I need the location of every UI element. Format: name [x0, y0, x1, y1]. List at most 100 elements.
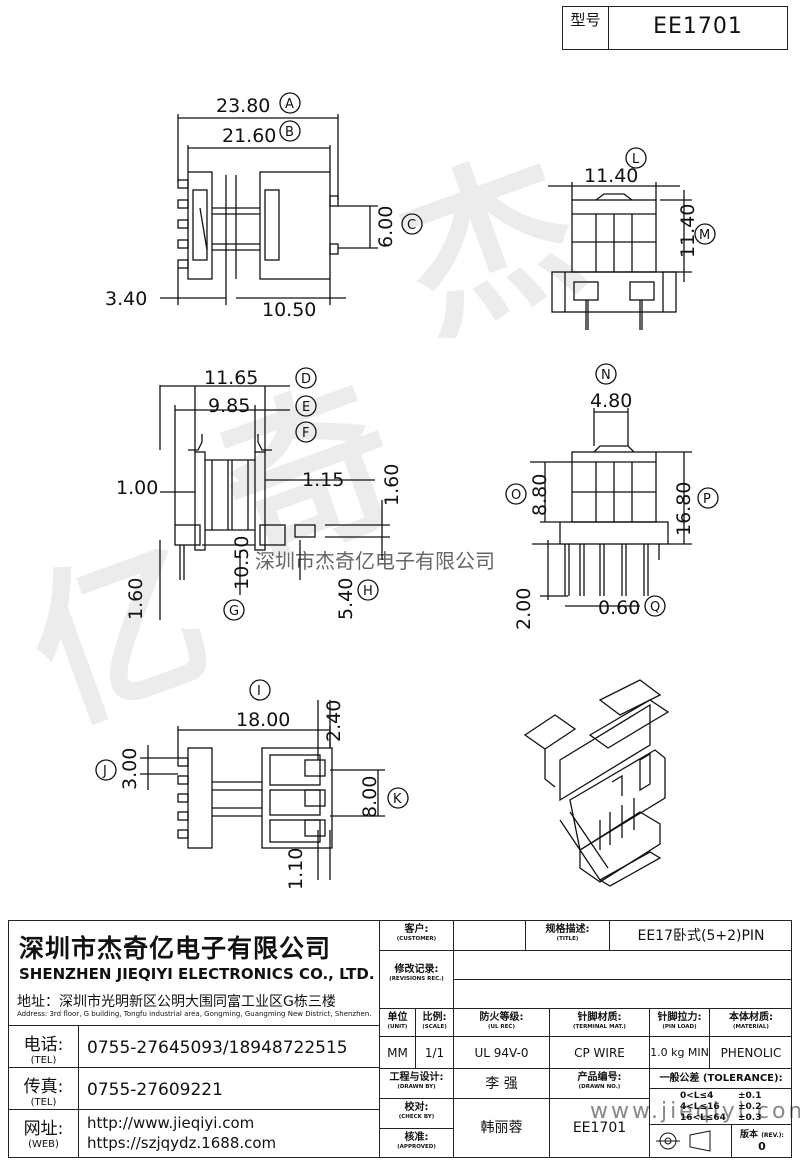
svg-text:O: O [511, 488, 521, 503]
ul-value: UL 94V-0 [454, 1037, 550, 1069]
dim-flange: 1.00 [116, 477, 158, 499]
svg-text:C: C [407, 218, 416, 233]
web-link-1[interactable]: http://www.jieqiyi.com [87, 1114, 255, 1132]
view-mid-front [159, 385, 390, 620]
dim-bottom-width: 10.50 [262, 299, 316, 321]
scale-label: 比例:(SCALE) [416, 1009, 454, 1037]
dim-D: 11.65 [204, 367, 258, 389]
view-top-side [548, 182, 692, 330]
svg-text:杰: 杰 [376, 122, 604, 368]
dim-L: 11.40 [584, 165, 638, 187]
dim-bot-gap: 1.10 [285, 848, 307, 890]
projection-symbol [650, 1125, 732, 1157]
unit-value: MM [380, 1037, 416, 1069]
svg-text:J: J [102, 764, 107, 779]
dim-slot: 1.15 [302, 469, 344, 491]
dim-H: 5.40 [335, 578, 357, 620]
customer-label: 客户:(CUSTOMER) [380, 921, 454, 951]
revisions-row-1 [454, 951, 792, 980]
scale-value: 1/1 [416, 1037, 454, 1069]
watermark-company: 深圳市杰奇亿电子有限公司 [255, 549, 495, 573]
dim-J: 3.00 [119, 748, 141, 790]
drawing-info-block: 客户:(CUSTOMER) 规格描述:(TITLE) EE17卧式(5+2)PI… [380, 920, 792, 1158]
svg-text:I: I [257, 684, 261, 699]
dim-Q: 0.60 [598, 597, 640, 619]
ul-label: 防火等级:(UL REC) [454, 1009, 550, 1037]
company-name-cn: 深圳市杰奇亿电子有限公司 [19, 934, 332, 963]
drawingno-label: 产品编号:(DRAWN NO.) [550, 1069, 650, 1099]
contact-fax: 传真:(TEL) 0755-27609221 [9, 1067, 379, 1110]
projection-icon [656, 1130, 711, 1152]
dim-side-h: 1.60 [125, 578, 147, 620]
dim-left-offset: 3.40 [105, 288, 147, 310]
tolerance-table: 0<L≤4±0.1 4<L≤16±0.2 16<L≤64±0.3 [650, 1089, 792, 1125]
watermark-url: www.jieqiyi.com [590, 1099, 800, 1124]
contact-tel: 电话:(TEL) 0755-27645093/18948722515 [9, 1025, 379, 1068]
svg-text:G: G [229, 604, 239, 619]
unit-label: 单位(UNIT) [380, 1009, 416, 1037]
tolerance-title: 一般公差 (TOLERANCE): [650, 1069, 792, 1089]
view-isometric [523, 679, 670, 887]
dim-pin-len: 2.00 [513, 588, 535, 630]
svg-text:E: E [302, 400, 310, 415]
dim-P: 16.80 [673, 482, 695, 536]
drawnby-label: 工程与设计:(DRAWN BY) [380, 1069, 454, 1099]
revisions-label: 修改记录:(REVISIONS REC.) [380, 951, 454, 1009]
svg-text:F: F [302, 426, 309, 441]
svg-text:Q: Q [650, 600, 660, 615]
model-box: 型号 EE1701 [562, 6, 788, 50]
view-bottom [140, 700, 385, 880]
pinload-label: 针脚拉力:(PIN LOAD) [650, 1009, 710, 1037]
dim-A: 23.80 [216, 95, 270, 117]
version-block: 版本 (REV.): 0 [732, 1125, 792, 1157]
svg-text:P: P [703, 492, 711, 507]
dimension-labels: 23.80 21.60 6.00 3.40 10.50 11.40 11.40 … [105, 95, 699, 890]
view-top-front [160, 114, 378, 305]
svg-text:N: N [601, 368, 611, 383]
svg-text:D: D [301, 372, 311, 387]
svg-text:A: A [285, 97, 294, 112]
view-mid-side [530, 408, 692, 607]
contact-web: 网址:(WEB) http://www.jieqiyi.com https://… [9, 1109, 379, 1158]
dim-I2: 2.40 [323, 700, 345, 742]
dim-B: 21.60 [222, 125, 276, 147]
dim-C: 6.00 [375, 206, 397, 248]
svg-text:K: K [393, 792, 402, 807]
dim-E: 9.85 [208, 395, 250, 417]
model-label: 型号 [563, 7, 609, 49]
address-cn: 地址：深圳市光明新区公明大围同富工业区G栋三楼 [17, 994, 336, 1010]
company-name-en: SHENZHEN JIEQIYI ELECTRONICS CO., LTD. [19, 965, 375, 983]
material-value: PHENOLIC [710, 1037, 792, 1069]
customer-value [454, 921, 526, 951]
web-link-2[interactable]: https://szjqydz.1688.com [87, 1134, 277, 1152]
version-value: 0 [758, 1140, 766, 1153]
dim-I: 18.00 [236, 709, 290, 731]
svg-text:M: M [699, 228, 710, 243]
svg-text:H: H [363, 584, 373, 599]
dim-M: 11.40 [677, 204, 699, 258]
marker-letters: A B C D E F G H I J K L M N O P Q [102, 97, 711, 807]
checkby-label: 校对:(CHECK BY) [380, 1099, 454, 1129]
approved-label: 核准:(APPROVED) [380, 1129, 454, 1157]
pinload-value: 1.0 kg MIN [650, 1037, 710, 1069]
material-label: 本体材质:(MATERIAL) [710, 1009, 792, 1037]
title-value: EE17卧式(5+2)PIN [610, 921, 792, 951]
svg-text:L: L [632, 152, 640, 167]
dim-G: 10.50 [231, 536, 253, 590]
dim-K: 8.00 [359, 776, 381, 818]
terminal-label: 针脚材质:(TERMINAL MAT.) [550, 1009, 650, 1037]
model-value: EE1701 [653, 14, 743, 39]
dimension-markers [95, 92, 719, 809]
drawnby-value: 李 强 [454, 1069, 550, 1099]
terminal-value: CP WIRE [550, 1037, 650, 1069]
title-label: 规格描述:(TITLE) [526, 921, 610, 951]
company-block: 深圳市杰奇亿电子有限公司 SHENZHEN JIEQIYI ELECTRONIC… [8, 920, 380, 1158]
revisions-row-2 [454, 980, 792, 1009]
approved-value: 韩丽蓉 [454, 1099, 550, 1157]
dim-N: 4.80 [590, 390, 632, 412]
drawingno-value: EE1701 [550, 1099, 650, 1157]
dim-top-h: 1.60 [381, 464, 403, 506]
dim-O: 8.80 [529, 474, 551, 516]
svg-text:B: B [285, 125, 294, 140]
